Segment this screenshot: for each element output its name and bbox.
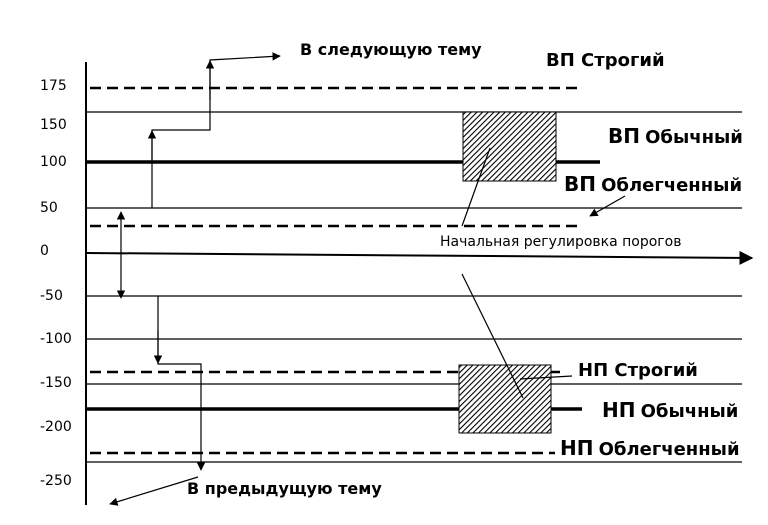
next-topic-step-path bbox=[151, 52, 281, 208]
np-strict-label: НП Строгий bbox=[578, 360, 698, 381]
prev-topic-label: В предыдущую тему bbox=[187, 479, 382, 498]
y-tick-label: 150 bbox=[40, 117, 67, 133]
y-tick-label: 100 bbox=[40, 154, 67, 170]
y-tick-label: -100 bbox=[40, 331, 72, 347]
prev-topic-pointer-arrow bbox=[109, 476, 199, 506]
next-topic-label: В следующую тему bbox=[300, 40, 482, 59]
np-normal-abbr: НП bbox=[602, 398, 636, 422]
np-light-label: НП Облегченный bbox=[560, 438, 740, 459]
np-normal-word: Обычный bbox=[640, 401, 739, 422]
np-box-leader-line bbox=[461, 273, 524, 399]
np-light-abbr: НП bbox=[560, 436, 594, 460]
initial-adjust-label: Начальная регулировка порогов bbox=[440, 234, 682, 250]
y-tick-label: -50 bbox=[40, 288, 63, 304]
vp-light-leader-arrow bbox=[589, 195, 626, 217]
vp-light-label: ВП Облегченный bbox=[564, 174, 742, 195]
np-light-word: Облегченный bbox=[598, 439, 740, 460]
vp-normal-word: Обычный bbox=[645, 127, 743, 148]
y-tick-label: 50 bbox=[40, 200, 58, 216]
prev-topic-step-path bbox=[157, 296, 206, 471]
vp-normal-abbr: ВП bbox=[608, 124, 640, 148]
np-normal-label: НП Обычный bbox=[602, 400, 738, 421]
vp-normal-label: ВП Обычный bbox=[608, 126, 743, 147]
y-tick-label: 0 bbox=[40, 243, 49, 259]
y-tick-label: 175 bbox=[40, 78, 67, 94]
y-tick-label: -200 bbox=[40, 419, 72, 435]
y-tick-label: -250 bbox=[40, 473, 72, 489]
x-axis bbox=[85, 250, 754, 265]
vp-light-abbr: ВП bbox=[564, 172, 596, 196]
vp-box-leader-line bbox=[461, 147, 491, 227]
y-tick-label: -150 bbox=[40, 375, 72, 391]
vp-hatched-region bbox=[462, 111, 557, 182]
np-hatched-region bbox=[458, 364, 552, 434]
np-strict-leader-line bbox=[519, 375, 573, 380]
vp-strict-label: ВП Строгий bbox=[546, 50, 665, 71]
vp-light-word: Облегченный bbox=[601, 175, 743, 196]
